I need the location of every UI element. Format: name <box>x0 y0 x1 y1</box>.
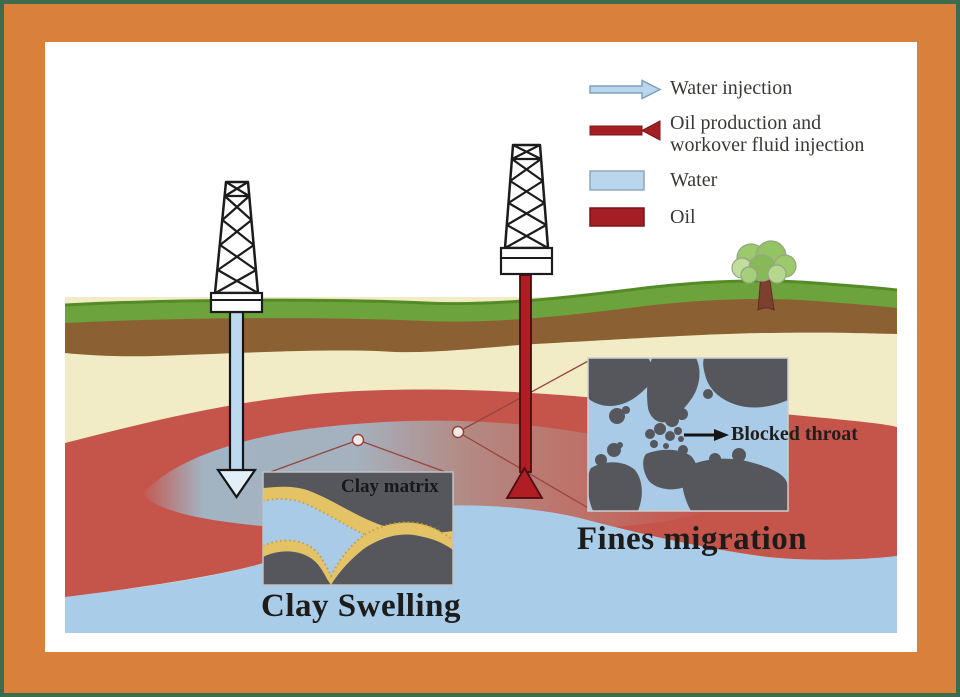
clay-swelling-inset <box>262 471 454 586</box>
surface-green-layer <box>65 280 897 323</box>
injection-arrowhead <box>215 468 258 499</box>
legend-item-water-injection: Water injection <box>589 77 792 101</box>
injection-wellbore <box>228 310 245 473</box>
callout-circle-clay <box>351 433 365 447</box>
production-arrowhead <box>505 466 544 499</box>
oil-swatch <box>589 207 645 227</box>
blocked-throat-label: Blocked throat <box>731 423 858 445</box>
callout-circle-fines <box>451 425 465 439</box>
diagram-content: Water injection Oil production and worko… <box>65 62 897 633</box>
reservoir-diagram <box>65 62 897 633</box>
tree-icon <box>731 240 797 311</box>
water-swatch <box>589 170 645 191</box>
water-injection-arrow-icon <box>589 79 662 100</box>
legend-label: Water <box>670 169 718 191</box>
clay-matrix-bottom <box>331 534 453 585</box>
rock-grains <box>588 358 788 511</box>
legend-item-oil: Oil <box>589 206 696 229</box>
poster-frame: Water injection Oil production and worko… <box>4 4 956 693</box>
production-derrick-icon <box>499 143 554 499</box>
fines-migration-caption: Fines migration <box>576 521 808 557</box>
legend-label: Water injection <box>670 77 793 99</box>
blocked-throat-arrow-icon <box>684 429 729 441</box>
oil-production-arrow-icon <box>589 120 661 141</box>
legend-item-water: Water <box>589 169 717 192</box>
injection-derrick-icon <box>209 180 264 499</box>
groundwater-layer <box>65 505 897 633</box>
legend-item-oil-production: Oil production and workover fluid inject… <box>589 112 897 156</box>
clay-matrix-label: Clay matrix <box>341 476 439 497</box>
white-mat: Water injection Oil production and worko… <box>45 42 917 652</box>
clay-swelling-caption: Clay Swelling <box>261 588 461 624</box>
fines-migration-inset <box>587 357 789 512</box>
legend-label: Oil <box>670 206 696 228</box>
production-wellbore <box>519 274 532 473</box>
legend-label: Oil production and workover fluid inject… <box>670 112 865 156</box>
clay-matrix-top <box>263 472 453 533</box>
